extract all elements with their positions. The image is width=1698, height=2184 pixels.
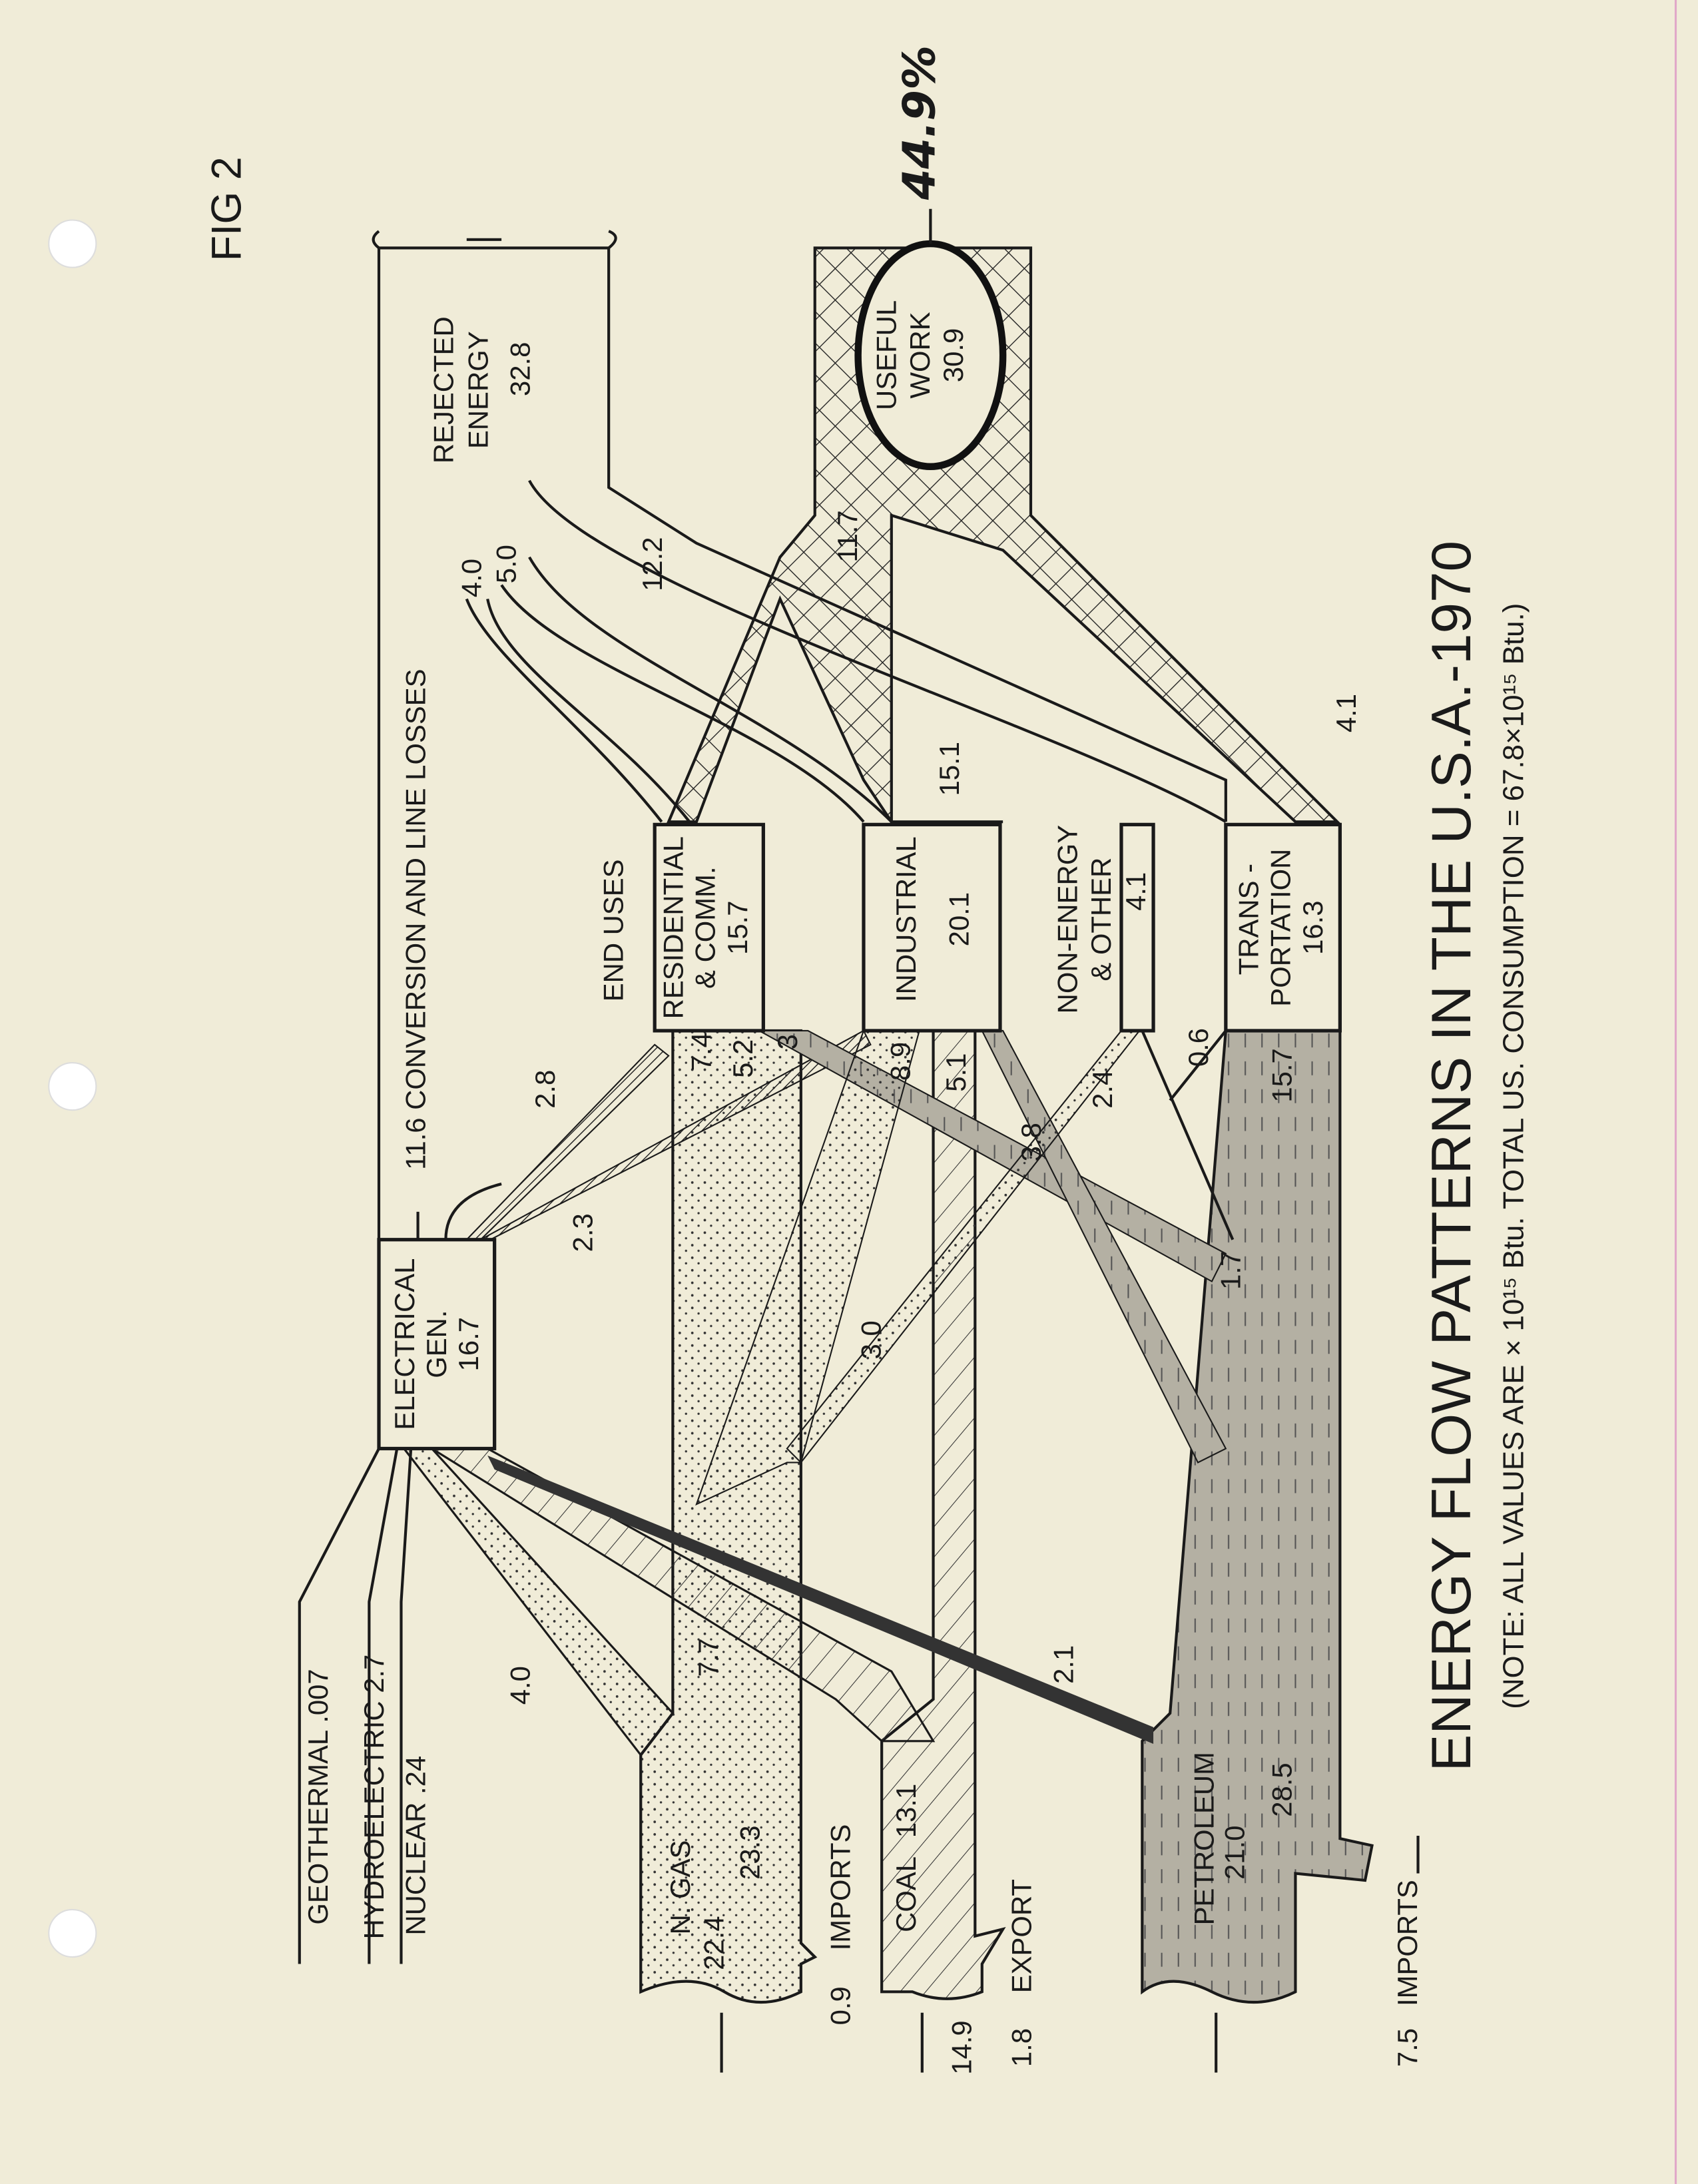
petroleum-imports-value: 7.5 — [1392, 2028, 1423, 2067]
gas-total-value: 23.3 — [734, 1825, 766, 1879]
transportation-value: 16.3 — [1297, 900, 1328, 954]
flow-value: 3 — [772, 1034, 803, 1049]
rejected-energy-label: ENERGY — [463, 331, 494, 449]
input-arrows — [720, 1836, 1420, 2073]
petroleum-imports-label: IMPORTS — [1392, 1880, 1423, 2006]
flow-value: 2.4 — [1087, 1070, 1118, 1109]
non-energy-node — [1119, 822, 1155, 1033]
flow-value: 8.9 — [885, 1042, 916, 1081]
electrical-label: ELECTRICAL — [389, 1258, 420, 1430]
geothermal-label: GEOTHERMAL .007 — [302, 1669, 334, 1924]
useful-work-label: WORK — [904, 312, 936, 398]
electrical-loss-lines — [416, 1183, 502, 1240]
gas-label: N. GAS — [665, 1840, 696, 1935]
electrical-to-residential-flow — [465, 1043, 670, 1240]
flow-value: 2.8 — [529, 1070, 561, 1109]
nuclear-label: NUCLEAR .24 — [400, 1756, 431, 1936]
flow-value: 7.4 — [685, 1032, 716, 1071]
transportation-label: PORTATION — [1265, 849, 1296, 1007]
gas-band — [639, 1029, 818, 2004]
coal-band — [880, 1029, 1006, 2000]
petroleum-band — [1141, 1029, 1374, 2004]
channel-break-lines — [372, 230, 617, 250]
residential-commercial-node — [653, 822, 765, 1033]
gas-imports-label: IMPORTS — [825, 1824, 856, 1951]
flow-value: 12.2 — [637, 537, 668, 591]
gas-domestic-value: 22.4 — [698, 1916, 729, 1970]
binder-hole — [48, 1062, 97, 1111]
loss-curves — [465, 479, 1227, 823]
non-energy-label: & OTHER — [1085, 858, 1117, 981]
flow-value: 4.1 — [1330, 694, 1362, 732]
electrical-label: GEN. — [421, 1310, 452, 1378]
diagram-title: ENERGY FLOW PATTERNS IN THE U.S.A.-1970 — [1420, 541, 1482, 1772]
flow-value: 15.1 — [934, 742, 965, 796]
useful-work-value: 30.9 — [938, 328, 969, 382]
coal-total-value: 13.1 — [890, 1784, 922, 1838]
minor-source-lines — [298, 1448, 413, 1964]
flow-value: 5.0 — [491, 545, 522, 583]
non-energy-value: 4.1 — [1120, 872, 1151, 911]
conversion-losses-label: 11.6 CONVERSION AND LINE LOSSES — [400, 669, 431, 1169]
non-energy-label: NON-ENERGY — [1052, 825, 1083, 1014]
petroleum-label: PETROLEUM — [1189, 1752, 1220, 1925]
flow-value: 3.0 — [856, 1320, 887, 1359]
useful-work-channel — [666, 246, 1341, 824]
binder-hole — [48, 219, 97, 268]
electrical-generation-node — [377, 1238, 497, 1451]
handwritten-efficiency: 44.9% — [893, 45, 945, 200]
flow-value-labels: 4.0 7.7 2.1 2.8 2.3 7.4 5.2 3 8.9 5.1 3.… — [455, 510, 1362, 1705]
coal-label: COAL — [890, 1856, 922, 1932]
petroleum-domestic-value: 21.0 — [1219, 1825, 1251, 1879]
flow-value: 0.6 — [1183, 1028, 1214, 1067]
residential-value: 15.7 — [722, 900, 753, 954]
transportation-label: TRANS - — [1233, 864, 1265, 975]
gas-imports-value: 0.9 — [825, 1986, 856, 2025]
hydroelectric-label: HYDROELECTRIC 2.7 — [358, 1655, 390, 1940]
end-uses-label: END USES — [598, 859, 629, 1001]
electrical-value: 16.7 — [453, 1317, 484, 1371]
flow-value: 4.0 — [505, 1666, 536, 1705]
binder-hole — [48, 1908, 97, 1958]
flow-value: 4.0 — [455, 559, 487, 597]
residential-label: & COMM. — [690, 866, 721, 989]
industrial-value: 20.1 — [943, 892, 974, 946]
petroleum-to-electrical-flow — [487, 1455, 1154, 1744]
flow-value: 5.2 — [727, 1039, 758, 1078]
industrial-node — [862, 822, 1002, 1033]
industrial-label: INDUSTRIAL — [890, 836, 922, 1002]
flow-value: 7.7 — [693, 1638, 724, 1677]
nonenergy-lines — [1141, 1029, 1235, 1240]
units-note: (NOTE: ALL VALUES ARE × 10¹⁵ Btu. TOTAL … — [1498, 603, 1530, 1709]
residential-label: RESIDENTIAL — [658, 836, 689, 1019]
flow-value: 5.1 — [940, 1053, 972, 1092]
transportation-node — [1224, 822, 1342, 1033]
coal-export-value: 1.8 — [1006, 2028, 1037, 2067]
figure-label: FIG 2 — [204, 156, 250, 261]
petroleum-total-value: 28.5 — [1267, 1763, 1298, 1816]
flow-value: 2.1 — [1047, 1645, 1079, 1684]
flow-value: 15.7 — [1267, 1048, 1298, 1102]
flow-value: 2.3 — [567, 1213, 599, 1252]
flow-value: 3.8 — [1015, 1123, 1047, 1161]
useful-work-label: USEFUL — [871, 300, 902, 410]
flow-value: 11.7 — [832, 510, 863, 562]
flow-value: 1.7 — [1215, 1251, 1246, 1290]
coal-export-label: EXPORT — [1006, 1879, 1037, 1993]
rejected-energy-value: 32.8 — [505, 342, 536, 396]
rejected-energy-label: REJECTED — [427, 316, 459, 463]
coal-production-value: 14.9 — [946, 2020, 978, 2074]
